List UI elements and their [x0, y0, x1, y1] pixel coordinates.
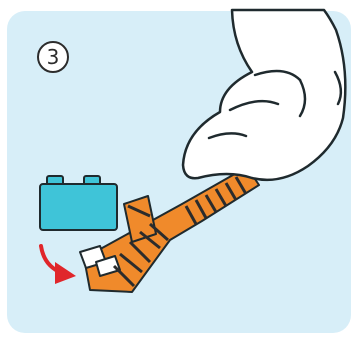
white-gloved-hand-icon: [183, 10, 345, 180]
blue-brick-icon: [40, 176, 117, 230]
curved-arrow-icon: [41, 246, 76, 284]
